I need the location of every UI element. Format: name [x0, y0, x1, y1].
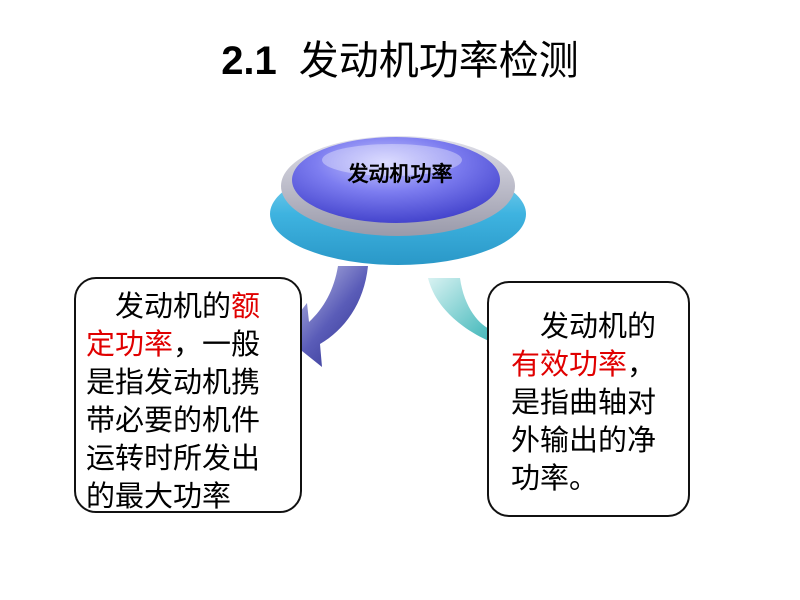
section-title: 发动机功率检测: [298, 38, 579, 84]
rated-power-line: 定功率，一般: [86, 327, 261, 361]
effective-power-line: 功率。: [511, 461, 599, 495]
center-disc: [270, 136, 526, 265]
page-title: 2.1 发动机功率检测: [0, 28, 800, 86]
rated-power-line: 是指发动机携: [86, 365, 261, 399]
effective-power-line: 发动机的: [511, 309, 657, 343]
rated-power-line: 运转时所发出: [86, 441, 261, 475]
section-number: 2.1: [221, 39, 277, 83]
effective-power-line: 外输出的净: [511, 423, 657, 457]
effective-power-line: 是指曲轴对: [511, 385, 657, 419]
rated-power-line: 发动机的额: [86, 289, 261, 323]
effective-power-line: 有效功率，: [511, 347, 657, 381]
arrow-left-icon: [282, 266, 368, 367]
center-label: 发动机功率: [347, 162, 453, 186]
rated-power-line: 的最大功率: [86, 479, 232, 513]
effective-power-box: 发动机的 有效功率， 是指曲轴对 外输出的净 功率。: [487, 281, 690, 517]
rated-power-line: 带必要的机件: [86, 403, 261, 437]
rated-power-box: 发动机的额 定功率，一般 是指发动机携 带必要的机件 运转时所发出 的最大功率: [74, 277, 302, 513]
